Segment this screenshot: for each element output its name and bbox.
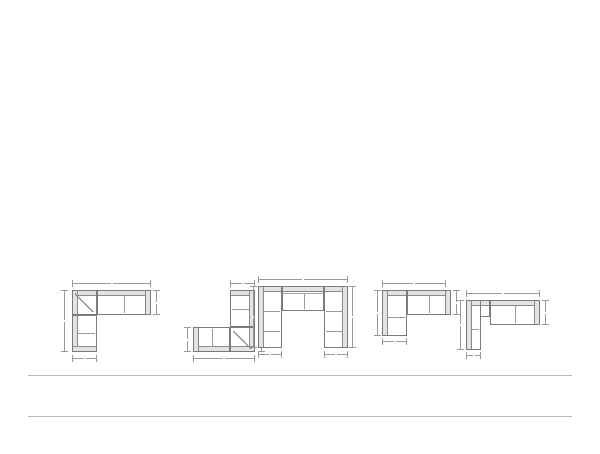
dim-horizontal (258, 276, 348, 283)
config1-sofa-box (97, 290, 151, 315)
config1-corner-box (72, 290, 97, 315)
config5-chaise-box (466, 300, 481, 350)
dim-vertical (61, 290, 68, 352)
config-5 (455, 284, 567, 384)
dim-horizontal (72, 355, 97, 362)
config-1 (58, 280, 180, 378)
config2-loveseat-horizontal-box (193, 327, 230, 352)
dim-horizontal (382, 338, 407, 345)
corner-diagonal (233, 330, 252, 349)
footer-divider-top (28, 375, 572, 376)
dim-horizontal (382, 280, 446, 287)
dim-horizontal (230, 280, 255, 287)
corner-diagonal (75, 293, 94, 312)
config4-loveseat-return-box (382, 290, 407, 336)
config1-loveseat-box (72, 315, 97, 352)
dim-horizontal (324, 351, 348, 358)
dim-vertical (349, 286, 356, 348)
dim-vertical (153, 290, 160, 315)
dim-vertical (457, 300, 464, 350)
dim-vertical (453, 290, 460, 315)
config3-end-chaise-box (324, 286, 348, 348)
dim-horizontal (258, 351, 282, 358)
dim-horizontal (466, 290, 540, 297)
config-3 (250, 276, 362, 378)
dim-horizontal (466, 352, 481, 359)
dim-vertical (184, 327, 191, 352)
config3-armless-loveseat-box (282, 286, 324, 311)
dim-vertical (542, 300, 549, 325)
config4-loveseat-box (407, 290, 451, 315)
config5-chaise-back-box (480, 300, 490, 317)
dim-horizontal (193, 355, 255, 362)
footer-divider-bottom (28, 416, 572, 417)
config5-condo-sofa-box (490, 300, 540, 325)
config2-loveseat-vertical-box (230, 290, 255, 327)
dim-vertical (374, 290, 381, 336)
general-information-notes-left (36, 389, 186, 454)
dim-vertical (250, 286, 257, 348)
dim-horizontal (72, 280, 151, 287)
config3-sofa-return-box (258, 286, 282, 348)
config-4 (372, 280, 468, 378)
